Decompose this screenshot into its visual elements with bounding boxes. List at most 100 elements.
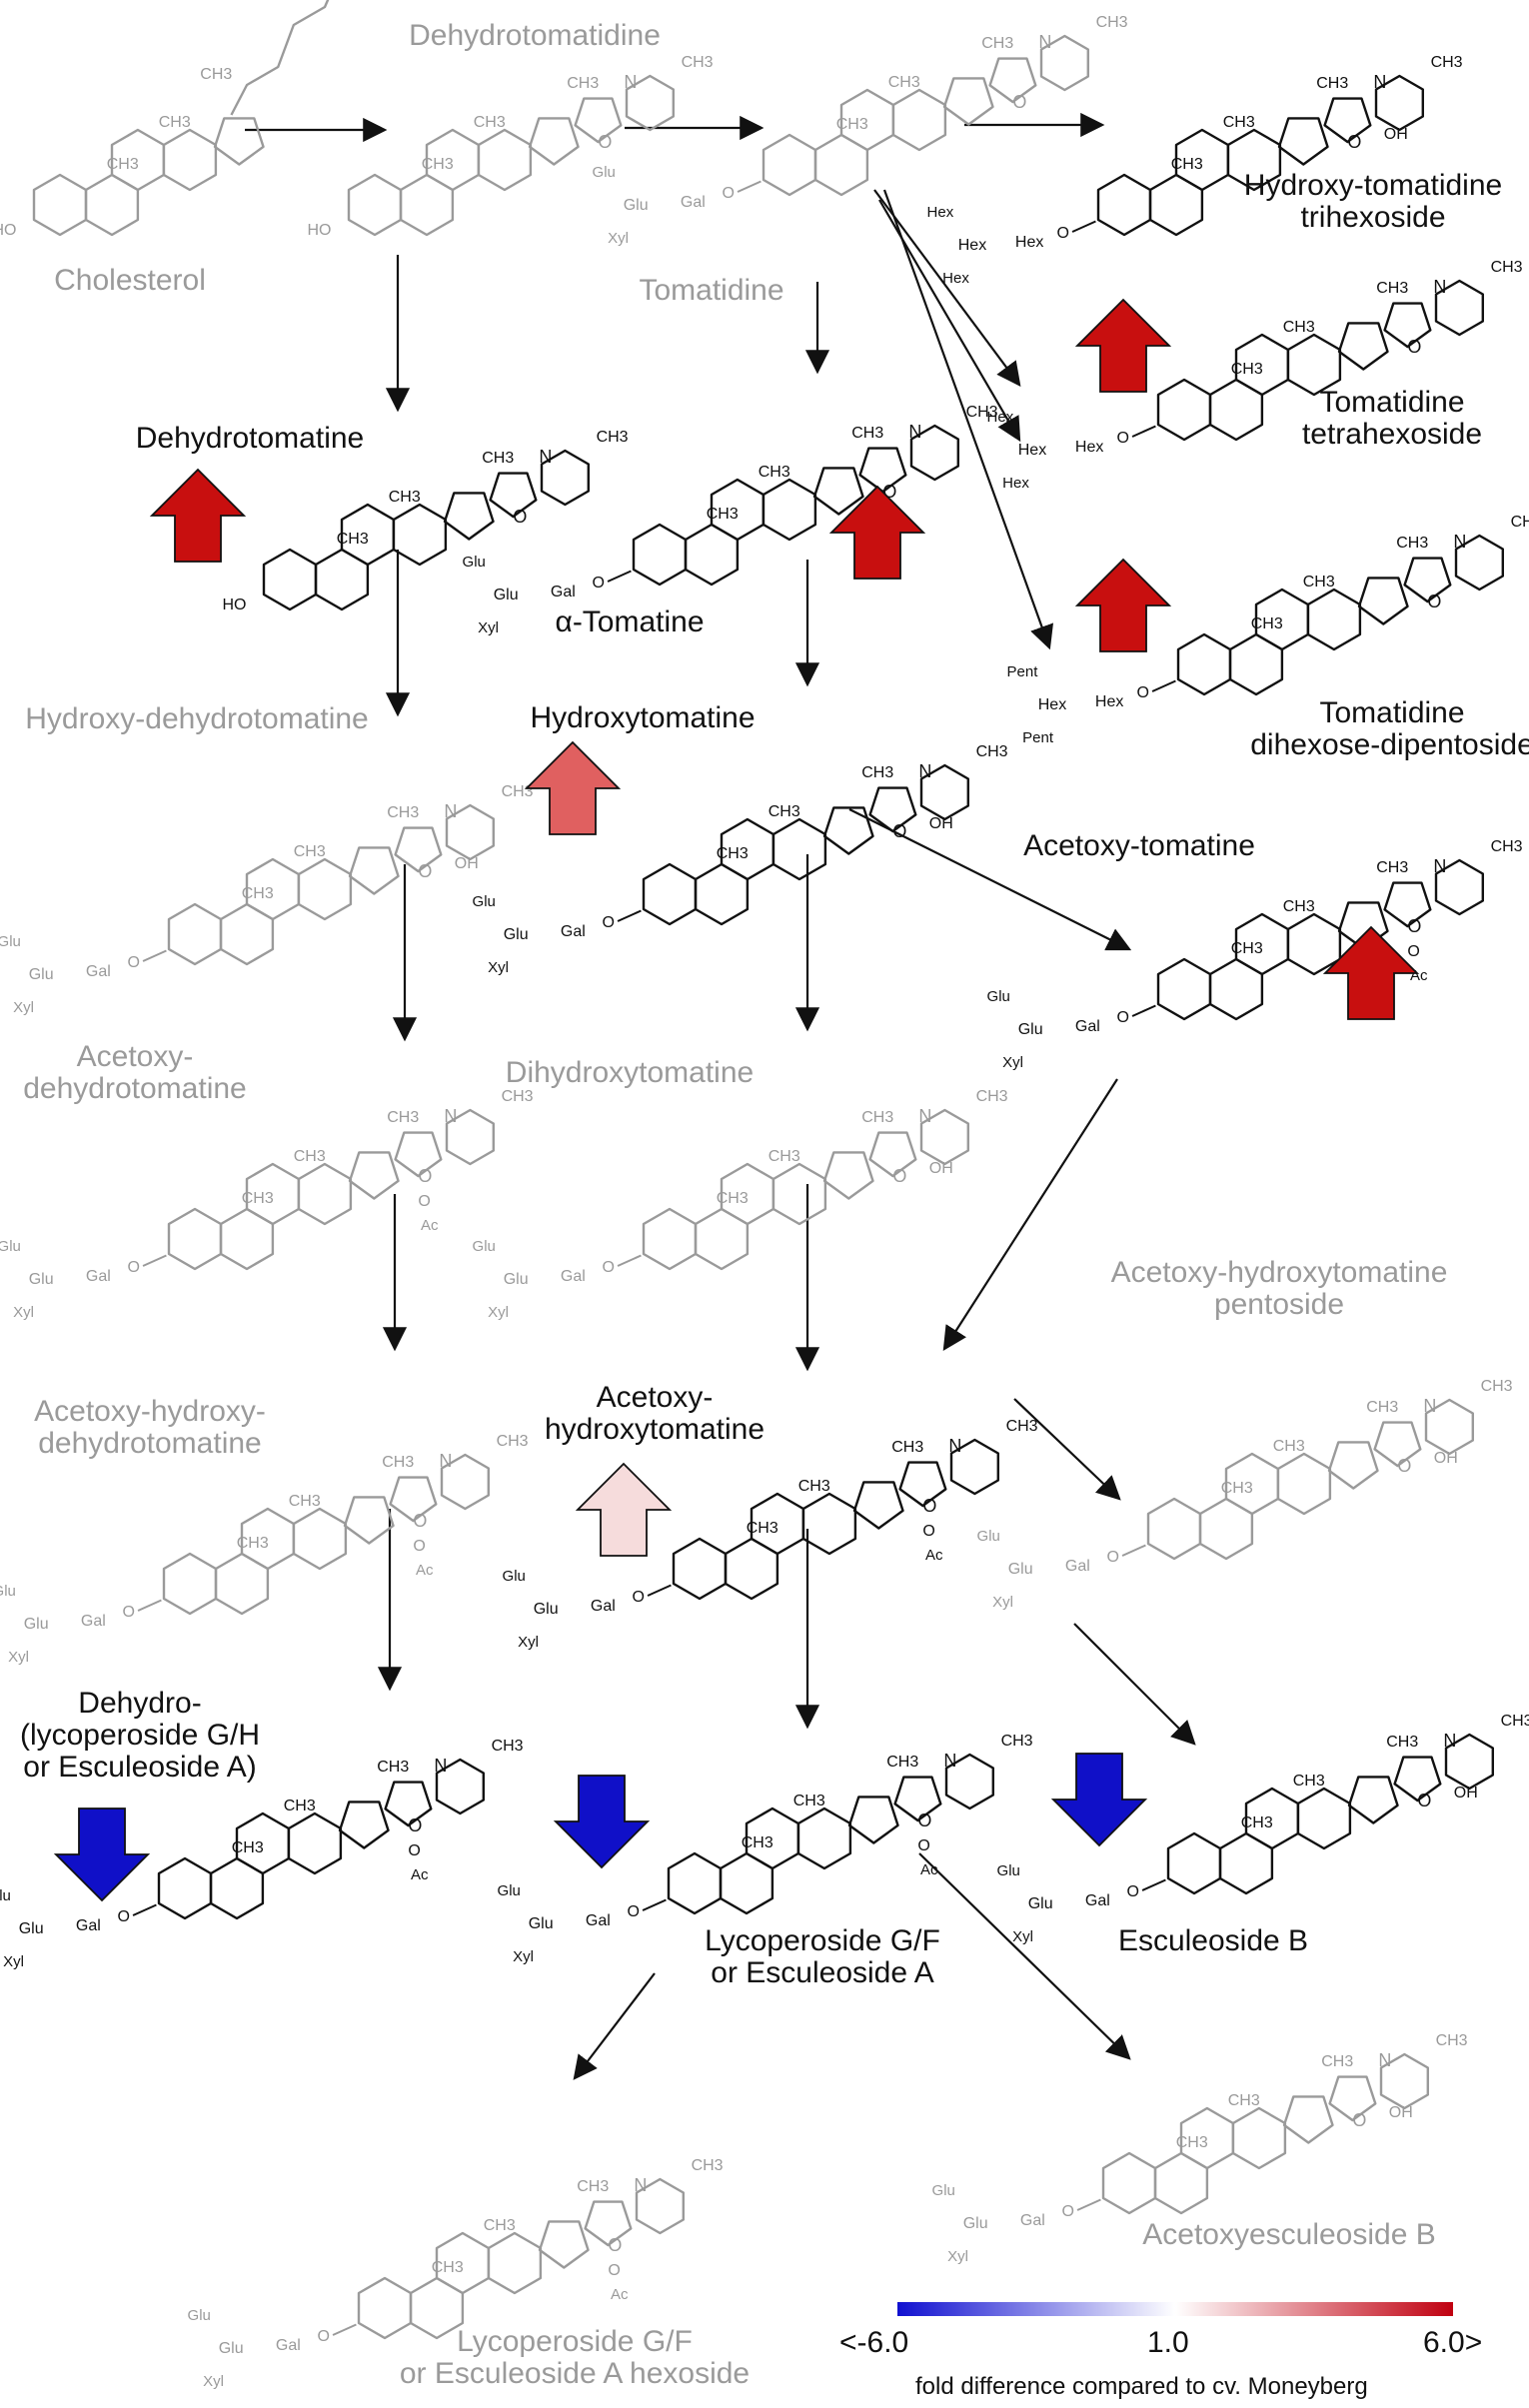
atom-label: CH3 (747, 1520, 778, 1537)
ring-e (1347, 1776, 1399, 1824)
sugar-label: Hex (1015, 234, 1043, 251)
label-line: Tomatidine (639, 274, 783, 307)
ring-f (584, 2200, 633, 2247)
atom-label: CH3 (1376, 859, 1408, 876)
fold-arrow-alpha-tomatine (828, 485, 926, 580)
reaction-arrow (873, 189, 1021, 387)
sugar-label: Glu (0, 1238, 21, 1255)
atom-label: O (892, 1166, 906, 1186)
atom-label: O (1116, 1009, 1128, 1026)
sugar-label: Pent (1022, 729, 1054, 746)
atom-label: CH3 (159, 114, 191, 131)
ring-e (822, 806, 874, 855)
atom-label: O (1352, 2110, 1366, 2130)
atom-label: O (608, 2262, 620, 2279)
atom-label: O (1427, 592, 1441, 611)
glycosidic-bond (607, 570, 632, 583)
atom-label: CH3 (861, 1109, 893, 1126)
sugar-label: Xyl (513, 1948, 534, 1965)
atom-label: CH3 (377, 1759, 409, 1776)
glycosidic-bond (737, 180, 762, 193)
atom-label: O (627, 1903, 639, 1920)
ring-a (632, 523, 688, 587)
sugar-label: Hex (1075, 439, 1103, 456)
atom-label: N (434, 1756, 447, 1776)
sugar-label: Xyl (1012, 1928, 1033, 1945)
sugar-label: Gal (81, 1613, 106, 1630)
atom-label: CH3 (891, 1439, 923, 1456)
label-acetoxy-hydroxytomatine: Acetoxy-hydroxytomatine (545, 1381, 764, 1446)
atom-label: O (408, 1842, 420, 1859)
atom-label: O (1407, 337, 1421, 357)
label-hydroxytomatine: Hydroxytomatine (530, 701, 755, 734)
ring-b (694, 862, 750, 926)
atom-label: N (634, 2175, 647, 2195)
atom-label: CH3 (242, 885, 274, 902)
sugar-label: Glu (534, 1601, 559, 1618)
atom-label: OH (929, 815, 953, 832)
fold-arrow-acetoxy-tomatine (1322, 925, 1420, 1020)
label-line: or Esculeoside A hexoside (400, 2357, 750, 2390)
sugar-label: Glu (473, 893, 496, 910)
sugar-label: Hex (1095, 693, 1123, 710)
atom-label: O (917, 1837, 929, 1854)
sugar-label: Pent (1007, 663, 1039, 680)
glycosidic-bond (1121, 1544, 1146, 1557)
sugar-label: Glu (0, 1583, 16, 1600)
ring-f (1393, 1756, 1442, 1803)
atom-label: CH3 (1006, 1418, 1038, 1435)
ring-piperidine (1454, 534, 1504, 592)
ring-d (1276, 1452, 1332, 1516)
sugar-label: Glu (1018, 1021, 1043, 1038)
sugar-label: Gal (551, 584, 576, 601)
sugar-label: Glu (188, 2307, 211, 2324)
atom-label: N (1038, 32, 1051, 52)
atom-label: N (1423, 1396, 1436, 1416)
reaction-arrow (848, 808, 1132, 951)
fold-arrow-dehydro-lycoperoside (53, 1807, 151, 1902)
ring-f (489, 472, 538, 519)
sugar-label: Glu (0, 933, 21, 950)
glycosidic-bond (137, 1599, 162, 1612)
reaction-arrows (245, 112, 1196, 2080)
sugar-label: Glu (473, 1238, 496, 1255)
atom-label: CH3 (242, 1190, 274, 1207)
ring-d (771, 1162, 827, 1226)
ring-piperidine (1444, 1733, 1494, 1791)
legend-mid-label: 1.0 (1147, 2326, 1189, 2359)
sugar-label: Glu (1028, 1895, 1053, 1912)
atom-label: CH3 (888, 74, 920, 91)
atom-label: CH3 (1431, 54, 1463, 71)
sugar-label: Glu (529, 1915, 554, 1932)
sugar-label: Glu (1008, 1561, 1033, 1578)
atom-label: Ac (920, 1861, 938, 1878)
ring-b (1208, 378, 1264, 442)
sugar-label: Xyl (13, 999, 34, 1016)
ring-d (292, 1507, 348, 1571)
atom-label: N (943, 1751, 956, 1771)
ring-f (1373, 1421, 1422, 1468)
reaction-arrow (942, 1078, 1118, 1352)
atom-label: CH3 (1283, 319, 1315, 336)
atom-label: CH3 (1221, 1480, 1253, 1497)
atom-label: CH3 (717, 1190, 749, 1207)
glycosidic-bond (1076, 2198, 1101, 2211)
atom-label: O (1407, 943, 1419, 960)
ring-b (209, 1856, 265, 1920)
sugar-label: Xyl (3, 1953, 24, 1970)
reaction-arrow (573, 1972, 656, 2080)
ring-d (801, 1492, 857, 1556)
atom-label: O (598, 132, 612, 152)
atom-label: OH (1389, 2104, 1413, 2121)
ring-e (1327, 1441, 1379, 1490)
sugar-label: Xyl (203, 2373, 224, 2390)
label-line: Acetoxy- (597, 1381, 714, 1414)
ring-piperidine (944, 1753, 994, 1810)
atom-label: CH3 (1491, 838, 1523, 855)
label-line: Lycoperoside G/F (457, 2325, 693, 2358)
ring-e (812, 467, 864, 516)
